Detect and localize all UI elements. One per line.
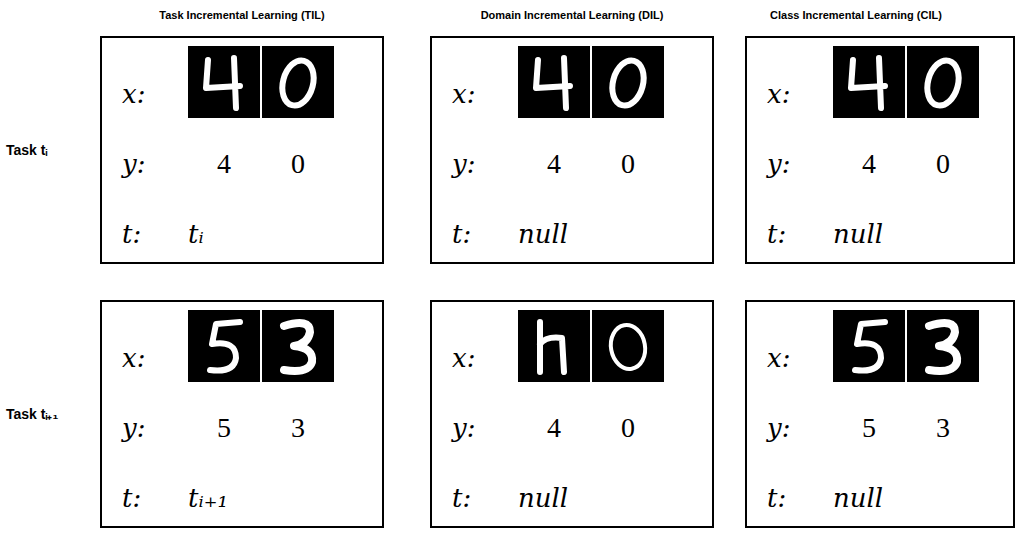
- label-value: 4: [188, 148, 260, 180]
- axis-symbol: y:: [767, 148, 790, 180]
- axis-symbol: t:: [122, 218, 141, 250]
- digit-image: [592, 46, 664, 118]
- task-id: tᵢ: [188, 218, 204, 250]
- task-id: null: [833, 482, 883, 514]
- digit-image: [907, 46, 979, 118]
- digit-image: [188, 46, 260, 118]
- digit-image: [262, 46, 334, 118]
- label-value: 3: [907, 412, 979, 444]
- task-id: tᵢ₊₁: [188, 482, 228, 514]
- label-value: 0: [262, 148, 334, 180]
- digit-image: [518, 46, 590, 118]
- task-id: null: [833, 218, 883, 250]
- label-value: 5: [833, 412, 905, 444]
- label-value: 0: [592, 412, 664, 444]
- digit-image: [518, 310, 590, 382]
- label-value: 4: [518, 148, 590, 180]
- example-box: x: y: 40 t: tᵢ: [100, 36, 384, 264]
- task-id: null: [518, 482, 568, 514]
- axis-symbol: t:: [452, 482, 471, 514]
- axis-symbol: x:: [767, 78, 790, 110]
- column-header: Task Incremental Learning (TIL): [82, 8, 402, 22]
- label-value: 4: [833, 148, 905, 180]
- axis-symbol: y:: [122, 148, 145, 180]
- digit-image: [833, 46, 905, 118]
- axis-symbol: y:: [122, 412, 145, 444]
- axis-symbol: x:: [767, 342, 790, 374]
- row-label: Task tᵢ₊₁: [6, 405, 58, 423]
- label-value: 5: [188, 412, 260, 444]
- example-box: x: y: 40 t: null: [745, 36, 1015, 264]
- digit-image: [262, 310, 334, 382]
- axis-symbol: y:: [452, 412, 475, 444]
- task-id: null: [518, 218, 568, 250]
- example-box: x: y: 53 t: null: [745, 300, 1015, 528]
- axis-symbol: t:: [452, 218, 471, 250]
- label-value: 0: [592, 148, 664, 180]
- label-value: 3: [262, 412, 334, 444]
- axis-symbol: y:: [767, 412, 790, 444]
- example-box: x: y: 40 t: null: [430, 300, 714, 528]
- example-box: x: y: 53 t: tᵢ₊₁: [100, 300, 384, 528]
- label-value: 4: [518, 412, 590, 444]
- digit-image: [833, 310, 905, 382]
- axis-symbol: x:: [122, 342, 145, 374]
- digit-image: [907, 310, 979, 382]
- axis-symbol: x:: [452, 78, 475, 110]
- axis-symbol: t:: [122, 482, 141, 514]
- digit-image: [592, 310, 664, 382]
- axis-symbol: x:: [122, 78, 145, 110]
- axis-symbol: x:: [452, 342, 475, 374]
- example-box: x: y: 40 t: null: [430, 36, 714, 264]
- axis-symbol: y:: [452, 148, 475, 180]
- label-value: 0: [907, 148, 979, 180]
- axis-symbol: t:: [767, 482, 786, 514]
- column-header: Class Incremental Learning (CIL): [696, 8, 1016, 22]
- digit-image: [188, 310, 260, 382]
- row-label: Task tᵢ: [6, 141, 47, 159]
- axis-symbol: t:: [767, 218, 786, 250]
- column-header: Domain Incremental Learning (DIL): [412, 8, 732, 22]
